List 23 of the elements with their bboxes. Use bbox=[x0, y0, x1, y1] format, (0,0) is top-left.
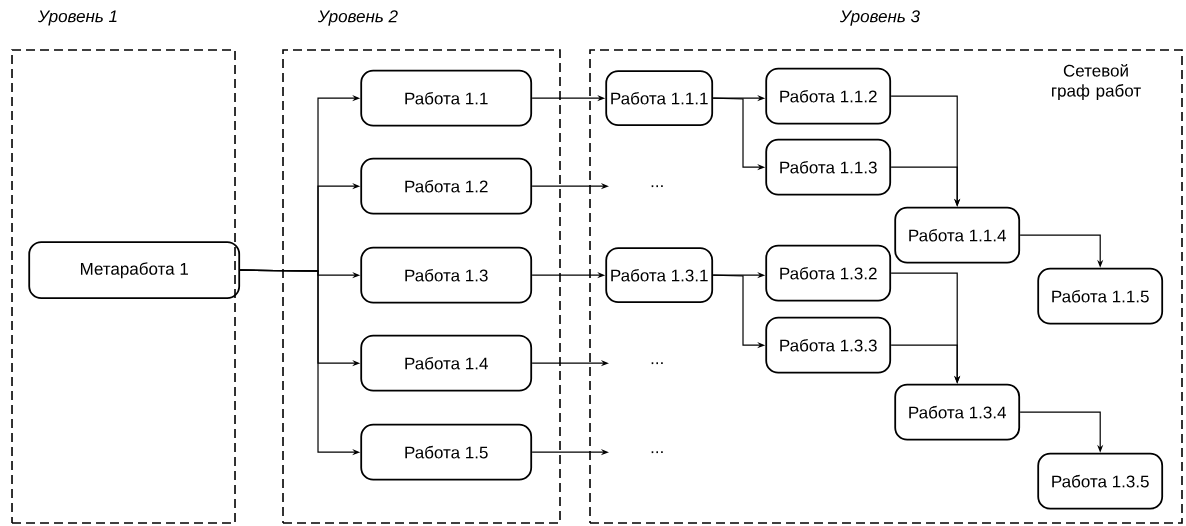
ellipsis-text: ... bbox=[651, 185, 663, 188]
level-heading: Уровень 2 bbox=[317, 10, 398, 26]
task-box: Работа 1.1.5 bbox=[1037, 267, 1164, 325]
task-box: Работа 1.3 bbox=[360, 246, 533, 304]
task-box: Работа 1.5 bbox=[360, 423, 533, 481]
ellipsis-text: ... bbox=[651, 451, 663, 454]
task-box: Работа 1.3.3 bbox=[765, 316, 892, 374]
task-box: Работа 1.2 bbox=[360, 157, 533, 215]
task-box: Работа 1.1.1 bbox=[605, 70, 714, 127]
task-box: Работа 1.1.2 bbox=[765, 67, 892, 125]
task-box: Работа 1.3.4 bbox=[894, 383, 1021, 441]
task-box: Работа 1.1.3 bbox=[765, 138, 892, 196]
task-box: Работа 1.3.5 bbox=[1037, 452, 1164, 510]
task-box: Работа 1.4 bbox=[360, 334, 533, 392]
task-box: Работа 1.1.4 bbox=[894, 206, 1021, 264]
level-heading: Уровень 3 bbox=[839, 10, 920, 26]
panel-note: Сетевой граф работ bbox=[1052, 63, 1141, 101]
task-box: Работа 1.3.2 bbox=[765, 244, 892, 302]
level-heading: Уровень 1 bbox=[37, 10, 117, 26]
ellipsis-text: ... bbox=[651, 362, 663, 365]
task-box: Метаработа 1 bbox=[28, 241, 241, 300]
task-box: Работа 1.3.1 bbox=[605, 247, 714, 304]
task-box: Работа 1.1 bbox=[360, 69, 533, 127]
